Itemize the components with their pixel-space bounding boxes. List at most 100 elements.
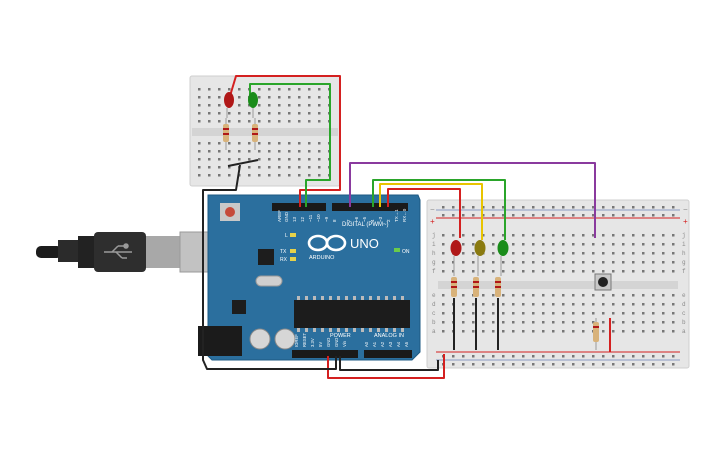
wire-5v[interactable]: [327, 354, 445, 379]
small-jumper-black[interactable]: [227, 159, 259, 167]
wire-green-small[interactable]: [249, 83, 331, 207]
small-breadboard-holes: [198, 88, 331, 177]
aref-label: AREF: [277, 210, 282, 222]
row-letter: j: [682, 232, 686, 239]
wire-yellow-led[interactable]: [379, 183, 483, 240]
yellow-led[interactable]: [474, 240, 486, 276]
resistor-yellow[interactable]: [473, 277, 479, 297]
small-components[interactable]: [223, 92, 259, 167]
small-breadboard[interactable]: [189, 75, 341, 187]
digital-pin-label: 7: [346, 219, 351, 222]
capacitor-2: [274, 328, 296, 350]
digital-pin-label: 13: [292, 216, 297, 222]
digital-label: DIGITAL (PWM~): [342, 222, 389, 228]
digital-pin-label: 12: [300, 216, 305, 222]
rail-minus-label-left: −: [430, 206, 435, 215]
wire-green-led[interactable]: [372, 179, 506, 240]
red-led[interactable]: [450, 240, 462, 276]
row-letter: a: [432, 328, 436, 335]
analog-pin-label: A3: [388, 341, 393, 347]
led-l-label: L: [285, 233, 288, 239]
row-letter: c: [432, 310, 436, 317]
green-led[interactable]: [497, 240, 509, 276]
wires[interactable]: [202, 75, 596, 379]
on-label: ON: [402, 249, 410, 255]
power-header: [292, 350, 358, 358]
brand-uno: UNO: [350, 236, 379, 251]
row-letter: b: [432, 319, 436, 326]
digital-pin-label: RX←0: [402, 208, 407, 222]
usb-cable-icon[interactable]: [36, 231, 219, 273]
reset-button-cap[interactable]: [225, 207, 235, 217]
row-letter: g: [432, 259, 436, 266]
digital-pin-label: 4: [370, 219, 375, 222]
resistor-green[interactable]: [495, 277, 501, 297]
usb-trident-icon: [104, 243, 132, 259]
wire-purple[interactable]: [349, 162, 596, 238]
regulator: [232, 300, 246, 314]
red-led-small[interactable]: [224, 92, 234, 118]
brand-arduino: ARDUINO: [309, 255, 335, 261]
main-breadboard-holes: [442, 206, 675, 366]
power-label: POWER: [330, 333, 351, 339]
led-l: [290, 233, 296, 237]
analog-pin-label: A4: [396, 341, 401, 347]
wire-gnd[interactable]: [202, 164, 337, 370]
power-pin-label: Vin: [342, 340, 347, 347]
row-letter: j: [432, 232, 436, 239]
rx-label: RX: [280, 257, 288, 263]
row-letter: b: [682, 319, 686, 326]
power-pin-label: IOREF: [294, 334, 299, 347]
main-components[interactable]: [450, 240, 612, 352]
crystal: [255, 275, 283, 287]
rail-plus-label-left: +: [430, 218, 435, 227]
digital-pin-label: ~3: [378, 216, 383, 222]
usb-chip: [258, 249, 274, 265]
main-breadboard[interactable]: − + − +: [426, 199, 690, 369]
power-pin-label: GND: [334, 338, 339, 347]
row-letter: d: [432, 301, 436, 308]
row-letter: i: [682, 241, 686, 248]
analog-pin-label: A5: [404, 341, 409, 347]
push-button[interactable]: [594, 273, 612, 291]
digital-pin-label: ~6: [354, 216, 359, 222]
row-letter: e: [682, 292, 686, 299]
resistor-small-2[interactable]: [252, 118, 258, 150]
wire-red-led[interactable]: [387, 188, 461, 238]
row-letter: g: [682, 259, 686, 266]
analog-pin-label: A2: [380, 341, 385, 347]
power-pin-label: RESET: [302, 333, 307, 347]
wire-red-small[interactable]: [229, 75, 341, 207]
power-jack: [198, 326, 242, 356]
power-pin-label: 5V: [318, 342, 323, 347]
power-pin-label: GND: [326, 338, 331, 347]
resistor-red[interactable]: [451, 277, 457, 297]
rail-minus-label: −: [683, 206, 688, 215]
row-letter: e: [432, 292, 436, 299]
led-tx: [290, 249, 296, 253]
row-letter: f: [432, 268, 436, 275]
analog-label: ANALOG IN: [374, 333, 404, 339]
digital-pin-label: TX→1: [394, 209, 399, 222]
digital-pin-label: 8: [332, 219, 337, 222]
resistor-button[interactable]: [593, 318, 599, 350]
wire-gnd-rail[interactable]: [339, 356, 439, 371]
green-led-small[interactable]: [248, 92, 258, 118]
digital-pin-label: 2: [386, 219, 391, 222]
tx-label: TX: [280, 249, 287, 255]
row-letter: a: [682, 328, 686, 335]
digital-pin-label: ~9: [324, 216, 329, 222]
gnd-label: GND: [284, 211, 289, 222]
capacitor-1: [249, 328, 271, 350]
row-letter: h: [432, 250, 436, 257]
analog-header: [364, 350, 412, 358]
rail-plus-label: +: [683, 218, 688, 227]
resistor-small-1[interactable]: [223, 118, 229, 150]
row-letter: f: [682, 268, 686, 275]
